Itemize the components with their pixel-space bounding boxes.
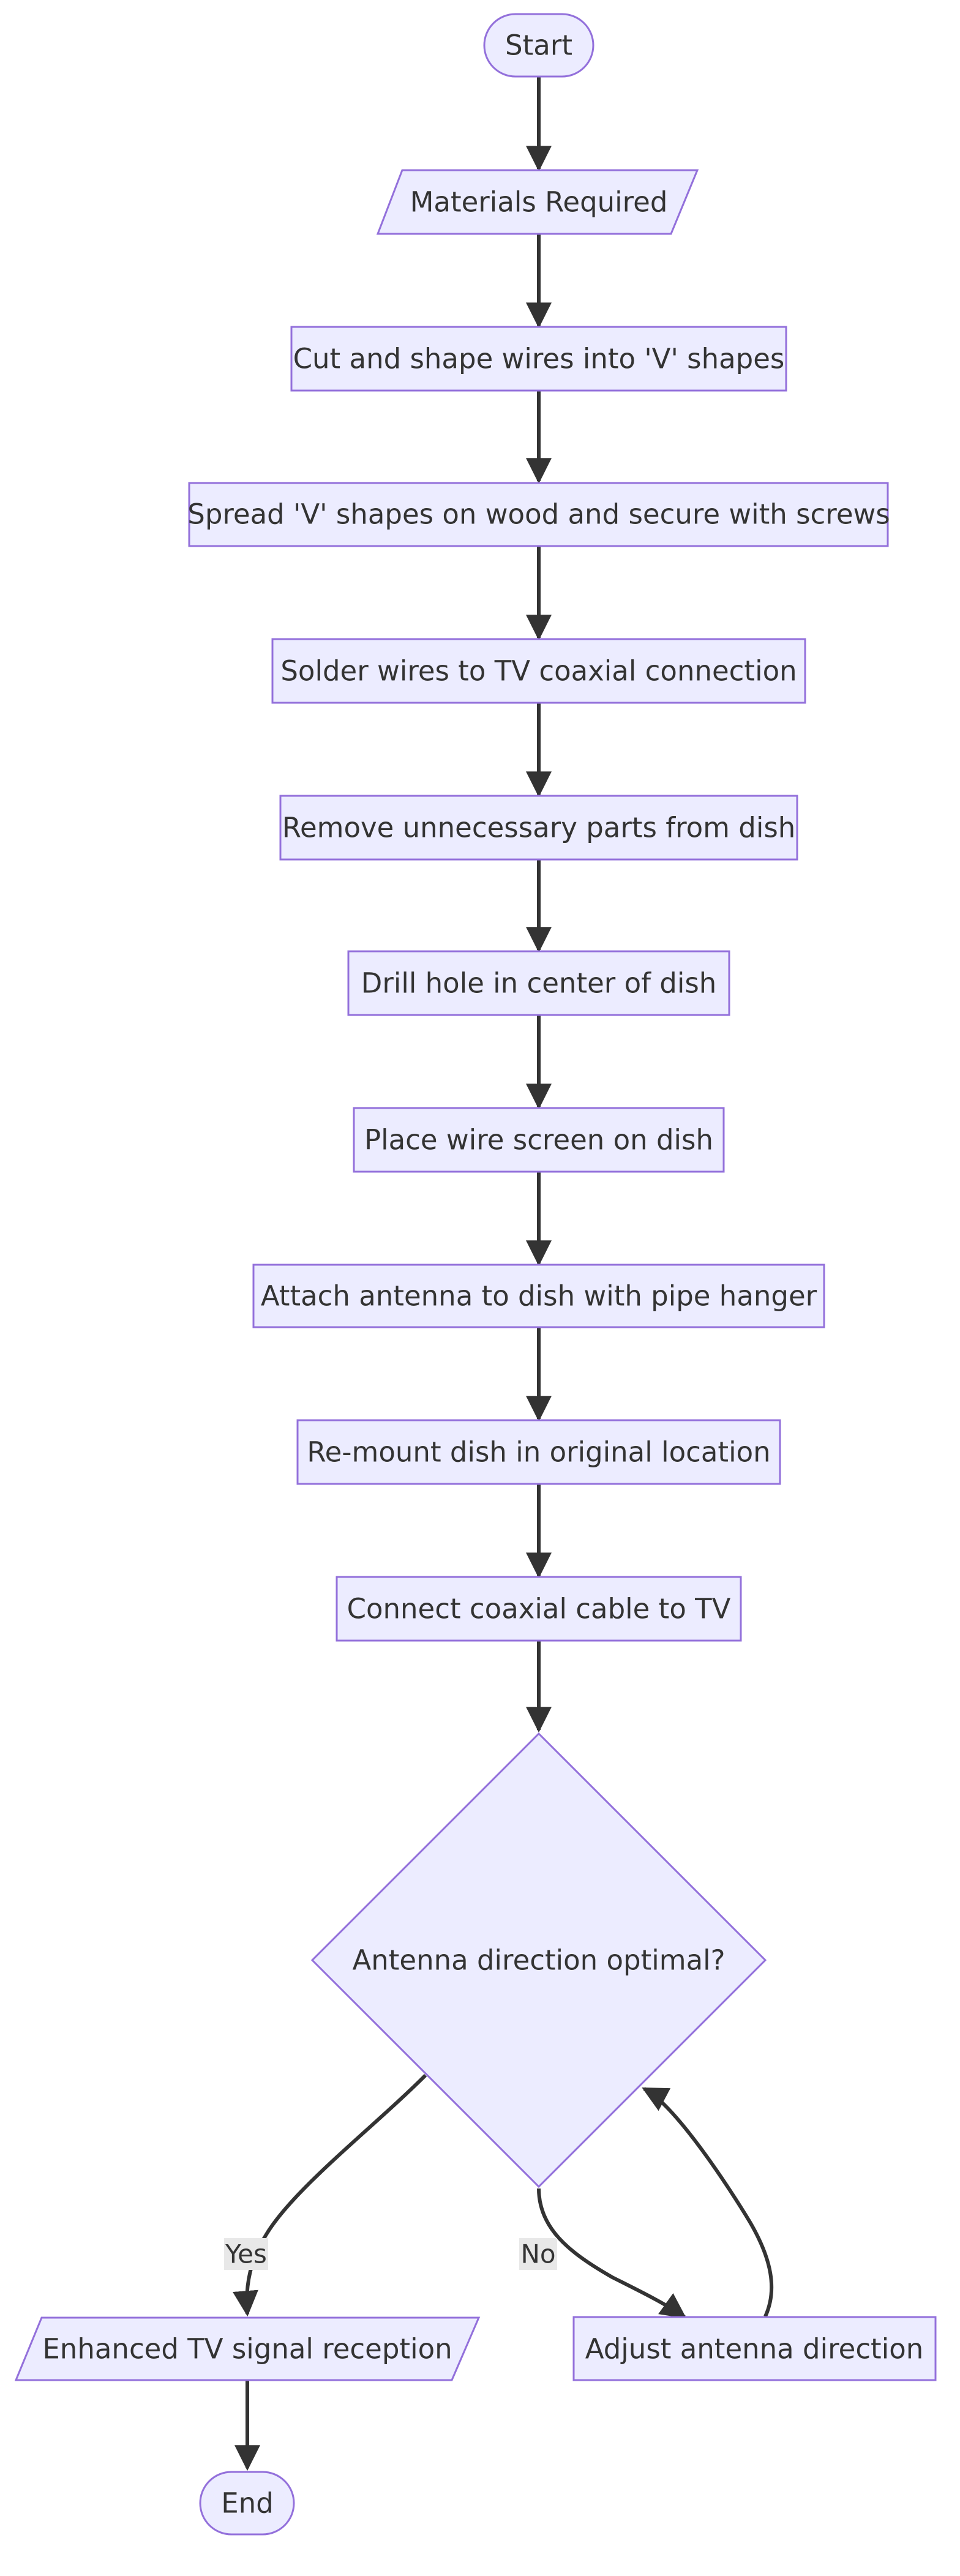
edge-adjust-decision bbox=[642, 2087, 774, 2318]
yes-label-bg bbox=[224, 2238, 268, 2270]
no-label-bg bbox=[519, 2238, 557, 2270]
spread-node bbox=[188, 482, 889, 547]
spread-label: Spread 'V' shapes on wood and secure wit… bbox=[187, 498, 890, 531]
connect-label: Connect coaxial cable to TV bbox=[347, 1593, 731, 1625]
remove-node bbox=[279, 795, 798, 861]
cut-node bbox=[290, 326, 787, 392]
drill-label: Drill hole in center of dish bbox=[361, 967, 717, 1000]
connect-node bbox=[336, 1576, 742, 1642]
edge-decision-yes bbox=[233, 2073, 427, 2317]
enhanced-node bbox=[14, 2316, 481, 2381]
decision-label: Antenna direction optimal? bbox=[352, 1944, 725, 1977]
adjust-label: Adjust antenna direction bbox=[585, 2333, 924, 2365]
remount-label: Re-mount dish in original location bbox=[307, 1436, 770, 1469]
enhanced-label: Enhanced TV signal reception bbox=[42, 2333, 452, 2365]
solder-node bbox=[271, 638, 806, 704]
screen-label: Place wire screen on dish bbox=[364, 1124, 713, 1156]
node-labels: Start Materials Required Cut and shape w… bbox=[42, 29, 923, 2520]
end-node bbox=[199, 2471, 295, 2536]
attach-label: Attach antenna to dish with pipe hanger bbox=[261, 1280, 817, 1312]
materials-node bbox=[376, 169, 699, 235]
materials-label: Materials Required bbox=[410, 186, 668, 219]
cut-label: Cut and shape wires into 'V' shapes bbox=[293, 343, 785, 375]
remount-node bbox=[296, 1419, 781, 1485]
yes-label: Yes bbox=[225, 2239, 267, 2269]
drill-node bbox=[347, 950, 730, 1016]
edge-labels: Yes No bbox=[224, 2238, 557, 2270]
remove-label: Remove unnecessary parts from dish bbox=[282, 812, 796, 844]
adjust-node bbox=[572, 2316, 937, 2381]
end-label: End bbox=[221, 2487, 274, 2520]
attach-node bbox=[252, 1264, 825, 1328]
edges bbox=[233, 76, 774, 2471]
no-label: No bbox=[520, 2239, 555, 2269]
screen-node bbox=[353, 1107, 725, 1173]
decision-node bbox=[310, 1732, 767, 2188]
edge-decision-no bbox=[537, 2188, 687, 2319]
nodes bbox=[14, 13, 937, 2536]
solder-label: Solder wires to TV coaxial connection bbox=[280, 655, 797, 687]
start-node bbox=[483, 13, 594, 78]
start-label: Start bbox=[505, 29, 572, 62]
